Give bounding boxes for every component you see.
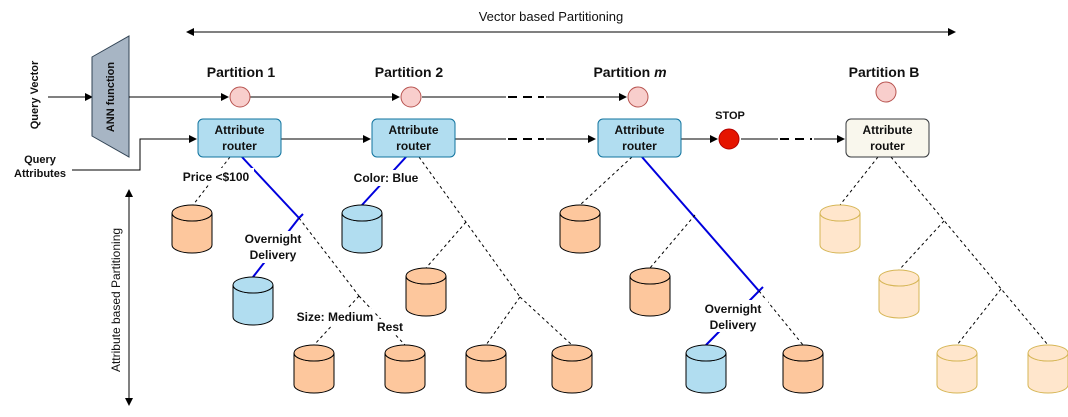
router-1-label-1: Attribute [215, 123, 265, 137]
db-p1-price-database-icon [171, 204, 213, 254]
edge-label-size: Size: Medium [297, 310, 374, 324]
color-label-bg [350, 170, 424, 186]
db-p2-color-blue-database-icon [341, 204, 383, 254]
db-p1-size-medium-database-icon [293, 344, 335, 394]
size-label-bg [295, 309, 375, 325]
partition-m-title: Partition m [593, 64, 666, 80]
db-pm-mid-database-icon [629, 267, 671, 317]
query-attributes-arrow [72, 135, 197, 171]
router-m: Attribute router [597, 118, 682, 158]
price-label-bg [178, 168, 254, 184]
database-layer [171, 204, 1068, 394]
db-pb-mid-database-icon [878, 269, 920, 319]
db-p2-left-database-icon [465, 344, 507, 394]
db-p1-rest-database-icon [384, 344, 426, 394]
router-m-label-2: router [622, 139, 657, 153]
stop-dot [718, 128, 740, 150]
router-2-label-2: router [396, 139, 431, 153]
partition-b-tree [839, 156, 1049, 346]
partition-1-title: Partition 1 [207, 64, 276, 80]
router-b-label-2: router [870, 139, 905, 153]
db-p2-mid-database-icon [405, 267, 447, 317]
partition-b-dot [875, 81, 897, 103]
router-b: Attribute router [845, 118, 930, 158]
partition-1-dot [229, 86, 251, 108]
query-vector-label: Query Vector [29, 60, 41, 129]
router-1-label-2: router [222, 139, 257, 153]
partition-m-dot [627, 86, 649, 108]
ann-function-label: ANN function [105, 62, 117, 133]
ann-function-block [91, 35, 130, 158]
db-pb-bottom-right-database-icon [1027, 344, 1068, 394]
db-pm-left-database-icon [559, 204, 601, 254]
router-2-label-1: Attribute [389, 123, 439, 137]
attribute-axis-label: Attribute based Partitioning [109, 228, 123, 372]
query-attributes-label-2: Attributes [14, 168, 66, 180]
partition-2-title: Partition 2 [375, 64, 444, 80]
overnight-1-label-bg [240, 231, 306, 263]
db-pm-right-database-icon [782, 344, 824, 394]
router-b-label-1: Attribute [863, 123, 913, 137]
edge-label-rest: Rest [377, 320, 403, 334]
partition-2-dot [400, 86, 422, 108]
edge-label-overnight-mb: Delivery [710, 318, 757, 332]
edge-label-overnight-1b: Delivery [250, 248, 297, 262]
partition-m-tree [579, 156, 804, 346]
partition-b-title: Partition B [849, 64, 920, 80]
db-pm-overnight-database-icon [685, 344, 727, 394]
stop-label: STOP [715, 110, 745, 122]
db-pb-bottom-left-database-icon [936, 344, 978, 394]
router-2: Attribute router [371, 118, 456, 158]
rest-label-bg [374, 319, 408, 335]
edge-label-overnight-ma: Overnight [705, 302, 762, 316]
router-m-label-1: Attribute [615, 123, 665, 137]
db-p2-right-database-icon [551, 344, 593, 394]
db-p1-overnight-database-icon [232, 276, 274, 326]
edge-label-price: Price <$100 [183, 170, 250, 184]
overnight-m-label-bg [698, 300, 768, 332]
query-attributes-label-1: Query [24, 154, 57, 166]
edge-label-overnight-1a: Overnight [245, 232, 302, 246]
edge-label-color: Color: Blue [354, 171, 419, 185]
router-1: Attribute router [197, 118, 282, 158]
vector-axis-label: Vector based Partitioning [479, 9, 624, 24]
db-pb-left-database-icon [819, 204, 861, 254]
